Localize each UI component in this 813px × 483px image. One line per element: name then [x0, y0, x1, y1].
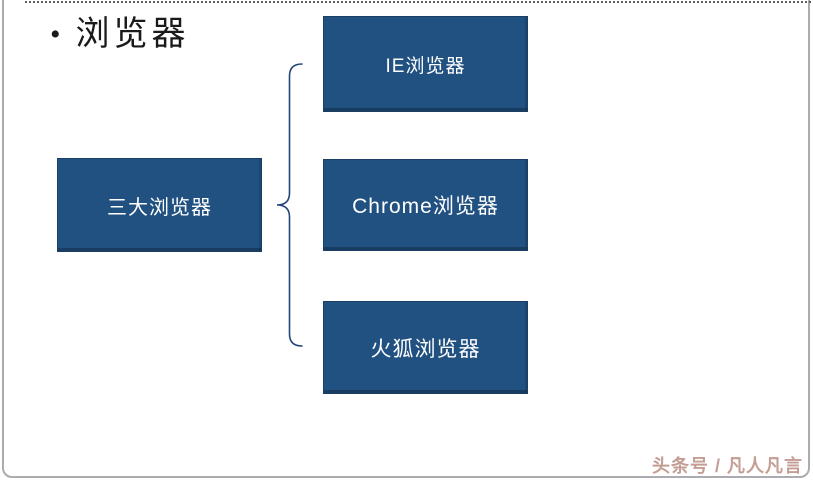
bullet-icon: • [50, 18, 61, 51]
brace-path [276, 63, 303, 347]
diagram-child-box-firefox: 火狐浏览器 [323, 301, 528, 394]
diagram-child-box-chrome: Chrome浏览器 [323, 159, 528, 251]
diagram-child-label-firefox: 火狐浏览器 [370, 336, 481, 361]
diagram-root-box: 三大浏览器 [57, 158, 262, 252]
diagram-child-label-chrome: Chrome浏览器 [352, 195, 499, 218]
slide-title: • 浏览器 [50, 16, 190, 54]
diagram-root-label: 三大浏览器 [107, 196, 212, 219]
diagram-child-label-ie: IE浏览器 [385, 55, 466, 77]
brace-connector [276, 63, 303, 347]
diagram-child-box-ie: IE浏览器 [323, 16, 528, 112]
watermark-text: 头条号 / 凡人凡言 [651, 456, 803, 476]
dotted-guide-line [25, 1, 811, 3]
slide-title-text: 浏览器 [75, 16, 190, 53]
